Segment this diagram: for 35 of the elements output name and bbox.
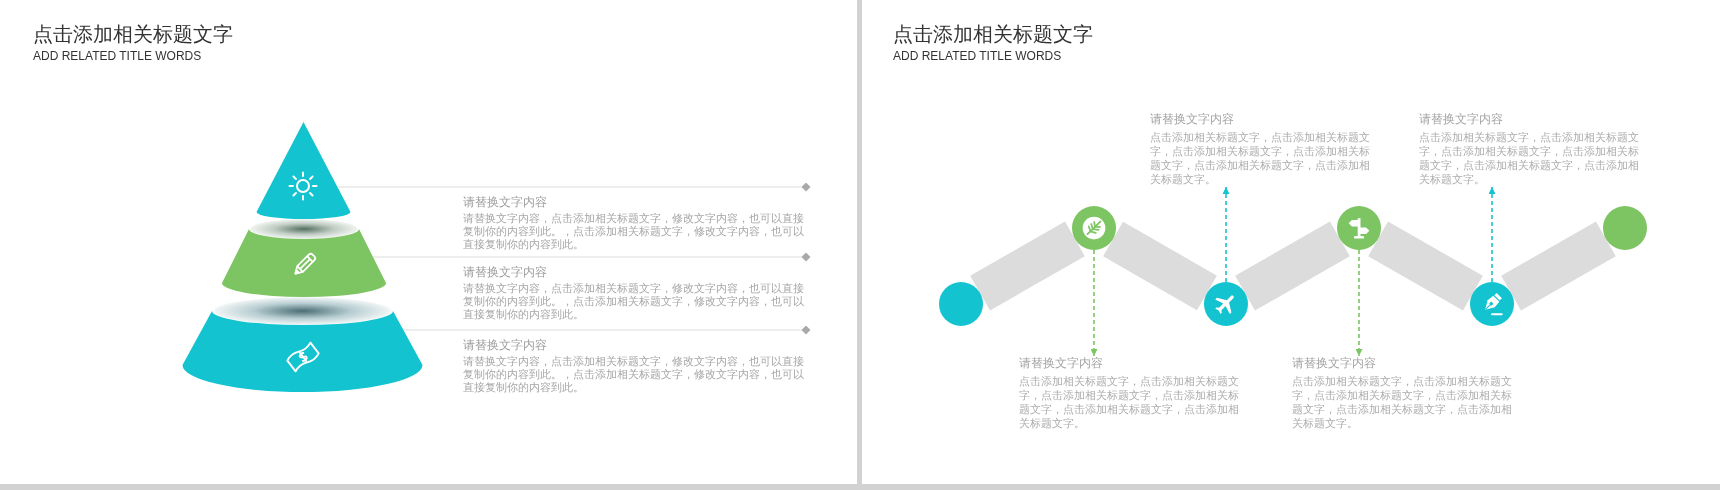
dashed-arrow	[1355, 249, 1363, 357]
dashed-arrow	[1090, 249, 1098, 357]
slide-subtitle: ADD RELATED TITLE WORDS	[33, 49, 202, 63]
timeline-band	[1103, 221, 1217, 311]
paragraph: 点击添加相关标题文字，点击添加相关标题文字，点击添加相关标题文字，点击添加相关标题文字，点击添加相关标题文字，点击添加相关标题文字。	[1019, 375, 1240, 431]
timeline-band	[1235, 221, 1350, 311]
timeline-band	[970, 221, 1085, 311]
heading: 请替换文字内容	[1150, 112, 1235, 127]
heading: 请替换文字内容	[463, 338, 548, 353]
timeline-band	[1368, 221, 1483, 311]
step-circle	[1603, 206, 1647, 250]
heading: 请替换文字内容	[463, 265, 548, 280]
paragraph: 点击添加相关标题文字，点击添加相关标题文字，点击添加相关标题文字，点击添加相关标题文字，点击添加相关标题文字，点击添加相关标题文字。	[1150, 131, 1371, 187]
paragraph: 点击添加相关标题文字，点击添加相关标题文字，点击添加相关标题文字，点击添加相关标题文字，点击添加相关标题文字，点击添加相关标题文字。	[1419, 131, 1640, 187]
step-circle	[1337, 206, 1381, 250]
slide-title: 点击添加相关标题文字	[893, 23, 1093, 45]
leader-line	[336, 182, 811, 192]
slide-subtitle: ADD RELATED TITLE WORDS	[893, 49, 1062, 63]
paragraph: 请替换文字内容，点击添加相关标题文字，修改文字内容，也可以直接复制你的内容到此。，点击添加相关标题文字，修改文字内容，也可以直接复制你的内容到此。	[463, 355, 805, 394]
heading: 请替换文字内容	[1419, 112, 1504, 127]
heading: 请替换文字内容	[463, 195, 548, 210]
paragraph: 请替换文字内容，点击添加相关标题文字，修改文字内容，也可以直接复制你的内容到此。，点击添加相关标题文字，修改文字内容，也可以直接复制你的内容到此。	[463, 212, 805, 251]
dashed-arrow	[1222, 186, 1230, 283]
step-circle	[1204, 282, 1248, 326]
timeline-band	[1501, 221, 1616, 311]
step-circle	[1072, 206, 1116, 250]
heading: 请替换文字内容	[1019, 356, 1104, 371]
step-circle	[1470, 282, 1514, 326]
paragraph: 点击添加相关标题文字，点击添加相关标题文字，点击添加相关标题文字，点击添加相关标题文字，点击添加相关标题文字，点击添加相关标题文字。	[1292, 375, 1513, 431]
paragraph: 请替换文字内容，点击添加相关标题文字，修改文字内容，也可以直接复制你的内容到此。，点击添加相关标题文字，修改文字内容，也可以直接复制你的内容到此。	[463, 282, 805, 321]
heading: 请替换文字内容	[1292, 356, 1377, 371]
dashed-arrow	[1488, 186, 1496, 283]
step-circle	[939, 282, 983, 326]
pyramid-tier	[256, 121, 351, 219]
slide-title: 点击添加相关标题文字	[33, 23, 233, 45]
